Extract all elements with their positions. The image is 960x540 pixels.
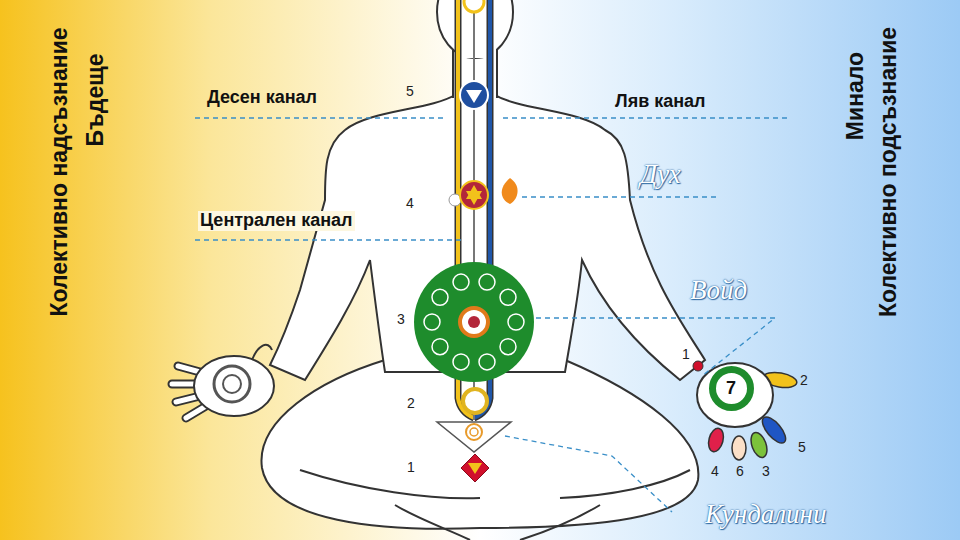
vishuddhi-symbol xyxy=(466,90,482,103)
religion-symbol xyxy=(500,339,516,355)
sahasrara xyxy=(464,0,484,12)
side-caption: Колективно надсъзнание xyxy=(47,27,72,316)
vishuddhi xyxy=(460,81,488,109)
finger-number: 6 xyxy=(736,464,744,479)
right-hand xyxy=(693,361,798,460)
chakra-number: 4 xyxy=(406,196,414,211)
channel-label: Ляв канал xyxy=(613,92,708,112)
mooladhara-triangle xyxy=(468,463,482,474)
religion-symbol xyxy=(432,339,448,355)
kundalini-spiral xyxy=(466,424,482,440)
leg-folds xyxy=(300,470,690,540)
chakra-number: 2 xyxy=(407,396,415,411)
religion-symbol xyxy=(453,354,469,370)
kundalini-label: Кундалини xyxy=(705,500,826,530)
legs xyxy=(261,360,698,529)
chakra-number: 1 xyxy=(407,460,415,475)
religion-symbol xyxy=(453,274,469,290)
channel-label: Десен канал xyxy=(205,88,319,108)
religion-symbol xyxy=(500,289,516,305)
side-caption: Минало xyxy=(843,52,868,140)
finger-number: 2 xyxy=(800,373,808,388)
religion-symbol xyxy=(508,314,524,330)
anahata-star xyxy=(466,185,482,205)
finger-number: 3 xyxy=(762,464,770,479)
chakra-number: 3 xyxy=(397,312,405,327)
void-symbols xyxy=(424,274,524,370)
void-label: Войд xyxy=(690,276,747,306)
palm-circle: 7 xyxy=(709,366,754,411)
palm-number: 7 xyxy=(726,378,736,399)
nabhi-core xyxy=(468,316,480,328)
void-circle xyxy=(414,262,534,382)
channel-label: Централен канал xyxy=(198,211,355,231)
side-caption: Колективно подсъзнание xyxy=(876,27,901,317)
kundalini-spiral-inner xyxy=(470,428,478,436)
religion-symbol xyxy=(424,314,440,330)
left-hand xyxy=(172,345,274,418)
mooladhara xyxy=(461,454,489,482)
leader-lines xyxy=(195,118,790,512)
chakra-number: 5 xyxy=(406,84,414,99)
sacrum-triangle xyxy=(437,422,511,452)
side-caption: Бъдеще xyxy=(83,54,108,147)
anahata xyxy=(460,181,488,209)
religion-symbol xyxy=(479,354,495,370)
nabhi xyxy=(460,308,488,336)
finger-number: 4 xyxy=(711,464,719,479)
swadisthan xyxy=(463,389,487,413)
spirit-label: Дух xyxy=(640,160,681,190)
religion-symbol xyxy=(432,289,448,305)
spirit-flame xyxy=(502,178,518,204)
finger-number: 5 xyxy=(798,440,806,455)
religion-symbol xyxy=(479,274,495,290)
finger-number: 1 xyxy=(682,347,690,362)
